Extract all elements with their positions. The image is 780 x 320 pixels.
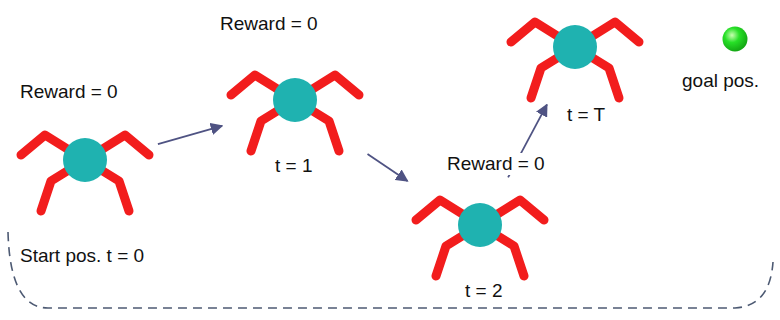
state-label: t = T [567, 104, 605, 126]
robot-node: Reward = 0t = 1 [225, 55, 365, 155]
robot-node: Reward = 0t = 2 [410, 180, 550, 280]
robot-body [63, 138, 107, 182]
goal-ball: goal pos. [722, 26, 748, 52]
robot-node: Reward = 0Start pos. t = 0 [15, 115, 155, 215]
robot-body [273, 78, 317, 122]
goal-ball-fill [723, 27, 748, 52]
robot-body [553, 25, 597, 69]
state-label: Start pos. t = 0 [20, 245, 144, 267]
transition-arrow [158, 126, 222, 144]
state-label: t = 2 [465, 280, 503, 302]
state-label: t = 1 [275, 155, 313, 177]
robot-body [458, 203, 502, 247]
robot-figure [15, 115, 155, 215]
robot-figure [225, 55, 365, 155]
transition-arrow [367, 154, 407, 181]
episode-bracket [8, 232, 773, 308]
state-label: Reward = 0 [220, 13, 318, 35]
state-label: Reward = 0 [445, 153, 547, 175]
goal-label: goal pos. [682, 70, 759, 92]
robot-figure [505, 2, 645, 102]
robot-figure [410, 180, 550, 280]
state-label: Reward = 0 [20, 81, 118, 103]
robot-node: t = T [505, 2, 645, 102]
goal-ball-shape [722, 26, 748, 52]
